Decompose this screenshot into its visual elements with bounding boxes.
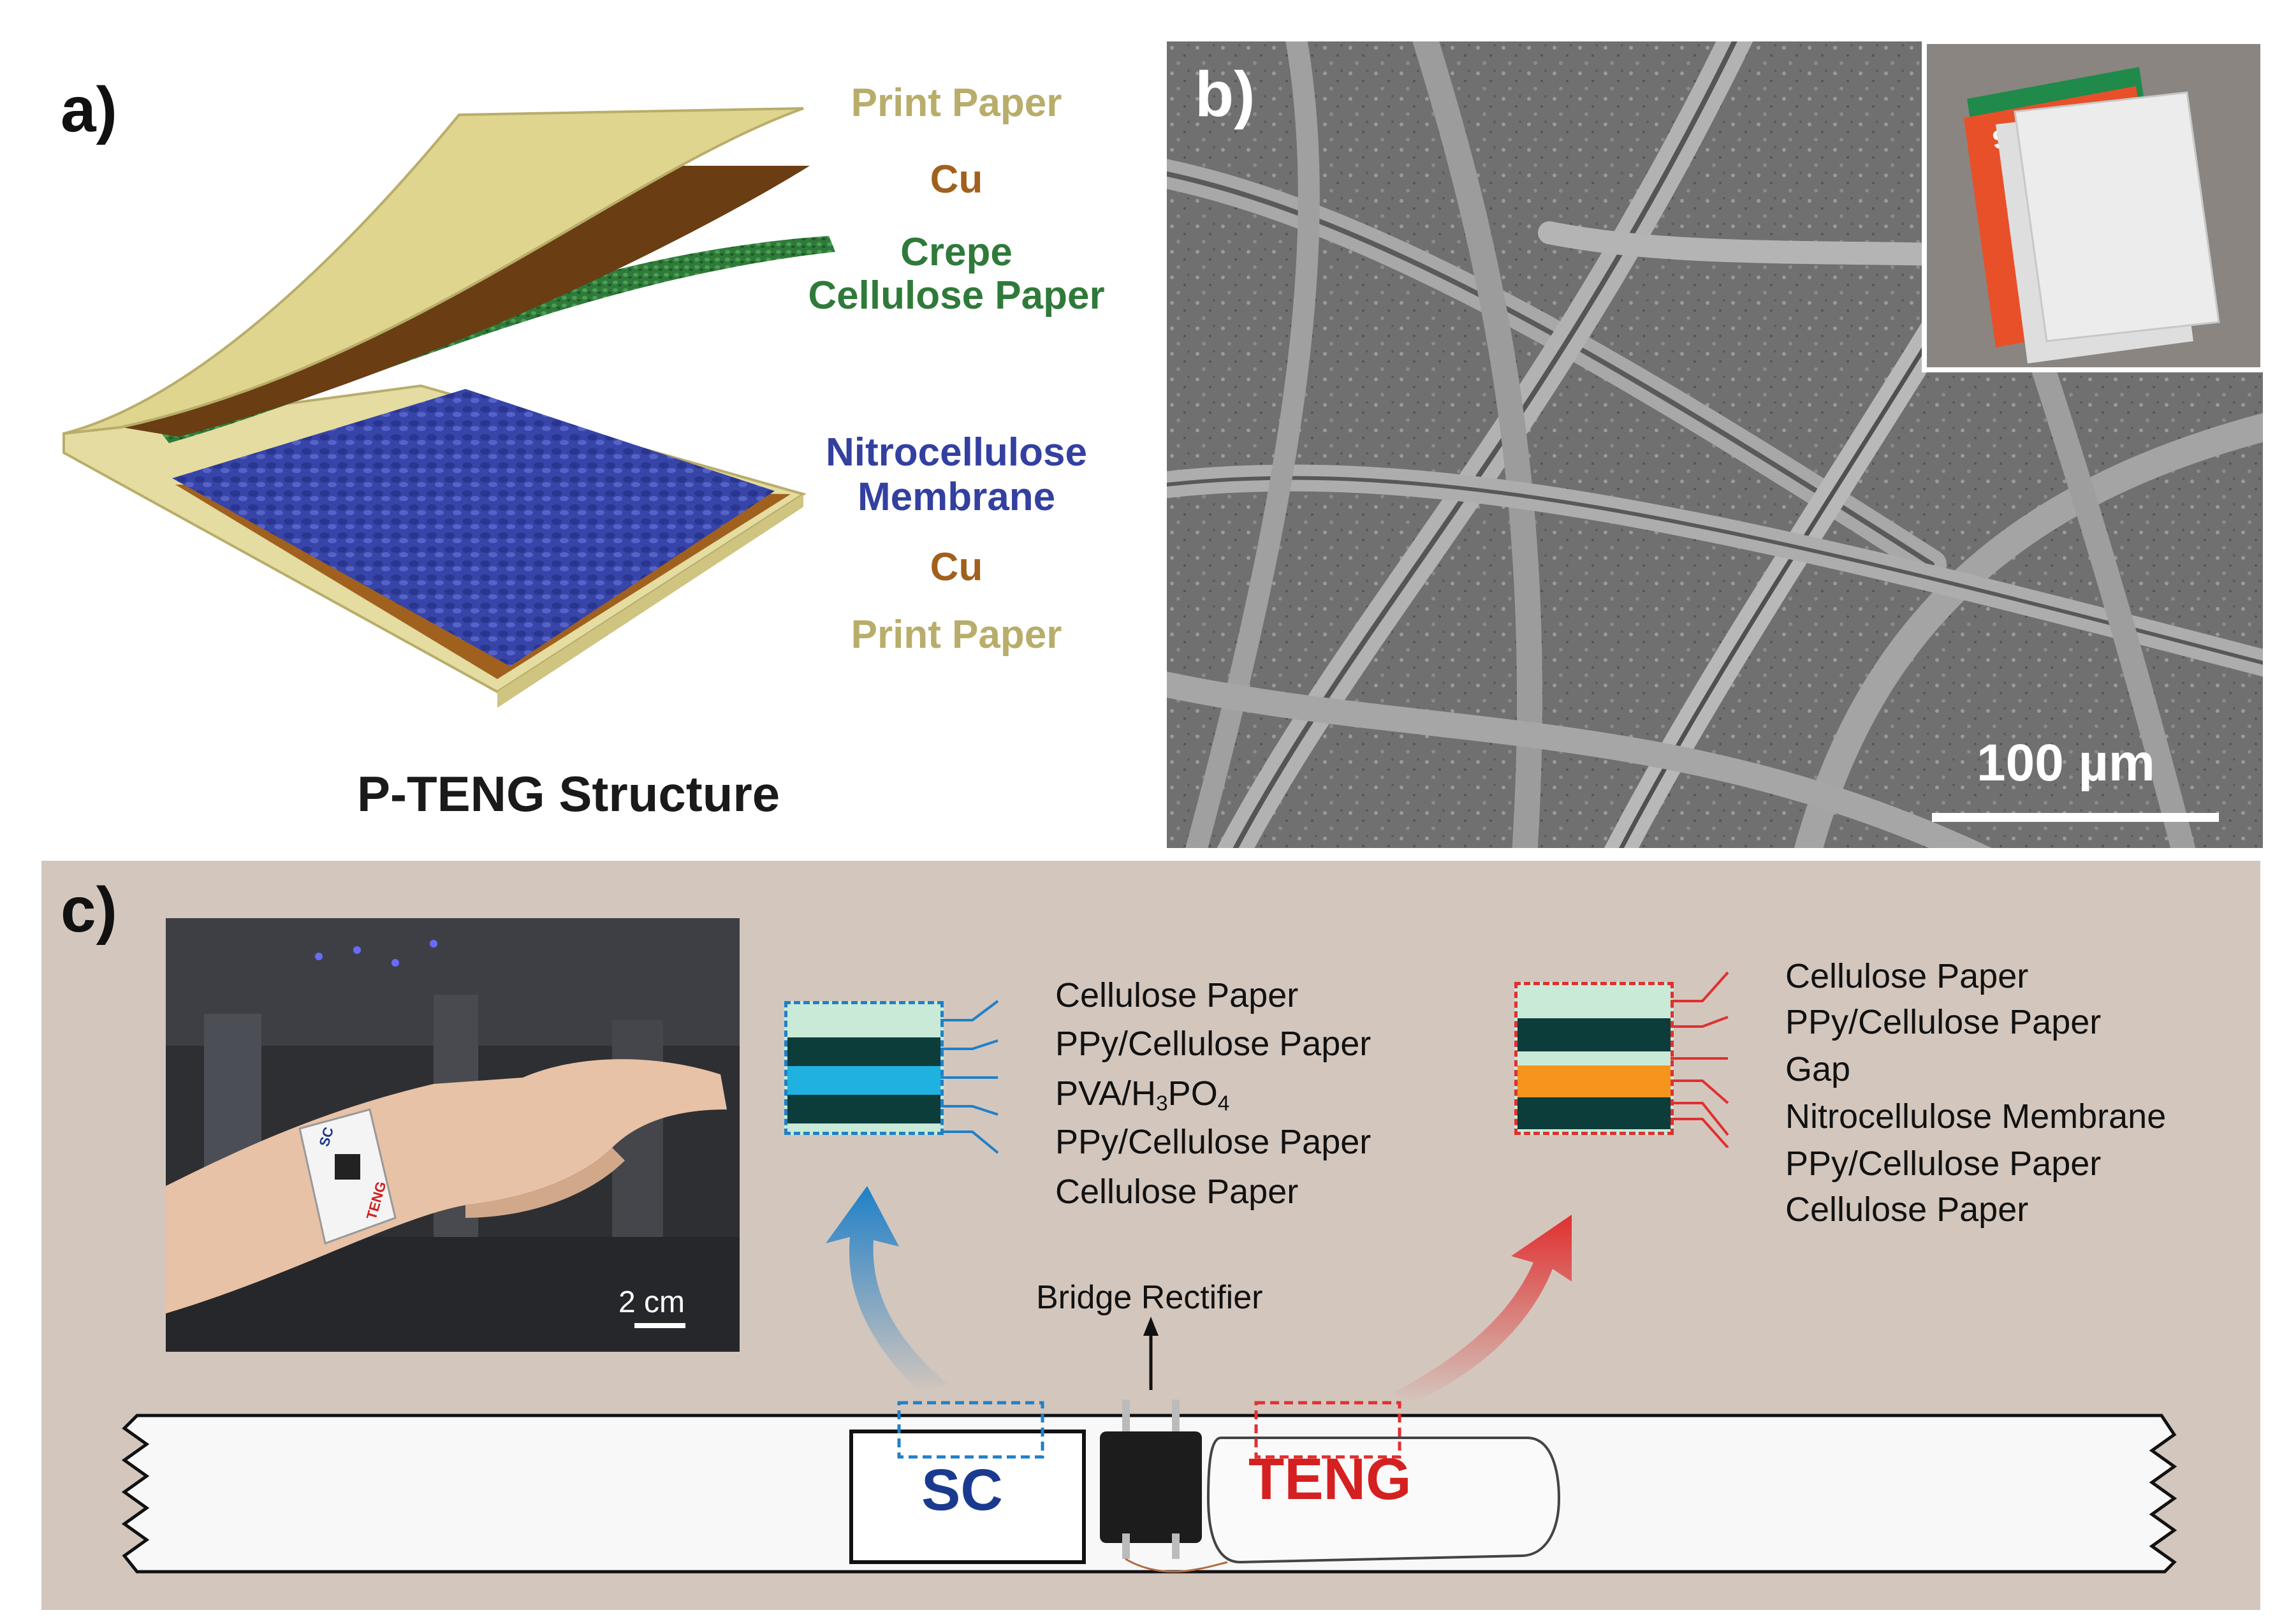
teng-arrow [1393,1215,1572,1403]
sem-scale-bar [1932,813,2219,822]
sc-label-ppy-2: PPy/Cellulose Paper [1055,1123,1371,1161]
paper-strip [121,1400,2177,1574]
teng-label-cellulose-paper-1: Cellulose Paper [1785,957,2029,995]
layer-label-print-paper-top: Print Paper [851,81,1062,125]
bridge-rectifier-label: Bridge Rectifier [1036,1279,1263,1316]
panel-c-label: c) [61,874,117,946]
layer-label-cu-bottom: Cu [930,545,983,589]
layer-label-membrane: Membrane [857,475,1056,519]
sc-arrow [826,1186,947,1393]
layer-label-crepe: Crepe [900,230,1013,274]
teng-label-ppy-2: PPy/Cellulose Paper [1785,1145,2102,1183]
teng-label-gap: Gap [1785,1050,1851,1088]
nitrocellulose-membrane [172,389,775,666]
teng-label-nitrocellulose-membrane: Nitrocellulose Membrane [1785,1097,2167,1136]
top-print-paper [63,107,804,435]
sem-scale-label: 100 µm [1977,734,2155,792]
wristband [298,1108,397,1245]
teng-leader-lines [1671,971,1729,1148]
sc-label-cellulose-paper-2: Cellulose Paper [1055,1173,1299,1211]
strip-teng-band [1206,1437,1561,1564]
photo-scale-label: 2 cm [618,1285,685,1319]
strip-teng-dashed-box [1254,1401,1401,1459]
arm [166,1059,727,1313]
curved-arrows [826,1186,1572,1403]
p-teng-layer-illustration [62,107,835,708]
wristband-photo: SC TENG 2 cm [166,918,740,1352]
strip-sc-box [849,1430,1086,1564]
sem-image: STA [1167,41,2263,848]
panel-a-label: a) [61,74,117,145]
panel-c: c) SC TENG 2 cm [41,861,2260,1610]
photo-scale-bar [634,1323,685,1328]
teng-label-ppy-1: PPy/Cellulose Paper [1785,1003,2102,1041]
sc-label-ppy-1: PPy/Cellulose Paper [1055,1025,1371,1063]
layer-label-cellulose-paper: Cellulose Paper [808,274,1105,318]
sc-label-pva: PVA/H3PO4 [1055,1074,1230,1116]
panel-a: a) Print Paper Cu Crepe Cel [0,0,1167,848]
teng-label-cellulose-paper-2: Cellulose Paper [1785,1190,2029,1229]
panel-a-title: P-TENG Structure [357,766,780,822]
layer-label-nitrocellulose: Nitrocellulose [826,430,1087,474]
bridge-rectifier-chip [1100,1400,1228,1573]
panel-b-label: b) [1195,59,1255,130]
panel-b: STA b) 100 µm [1167,41,2263,848]
strip-sc-dashed-box [897,1401,1044,1459]
sc-label-cellulose-paper-1: Cellulose Paper [1055,976,1299,1014]
strip-sc-text: SC [921,1458,1003,1523]
paper-inset-photo: STA [1922,41,2263,372]
layer-label-print-paper-bottom: Print Paper [851,613,1062,657]
sc-leader-lines [940,1000,999,1154]
layer-label-cu-top: Cu [930,157,983,201]
sc-layer-stack [784,1001,944,1135]
strip-teng-text: TENG [1248,1447,1412,1512]
